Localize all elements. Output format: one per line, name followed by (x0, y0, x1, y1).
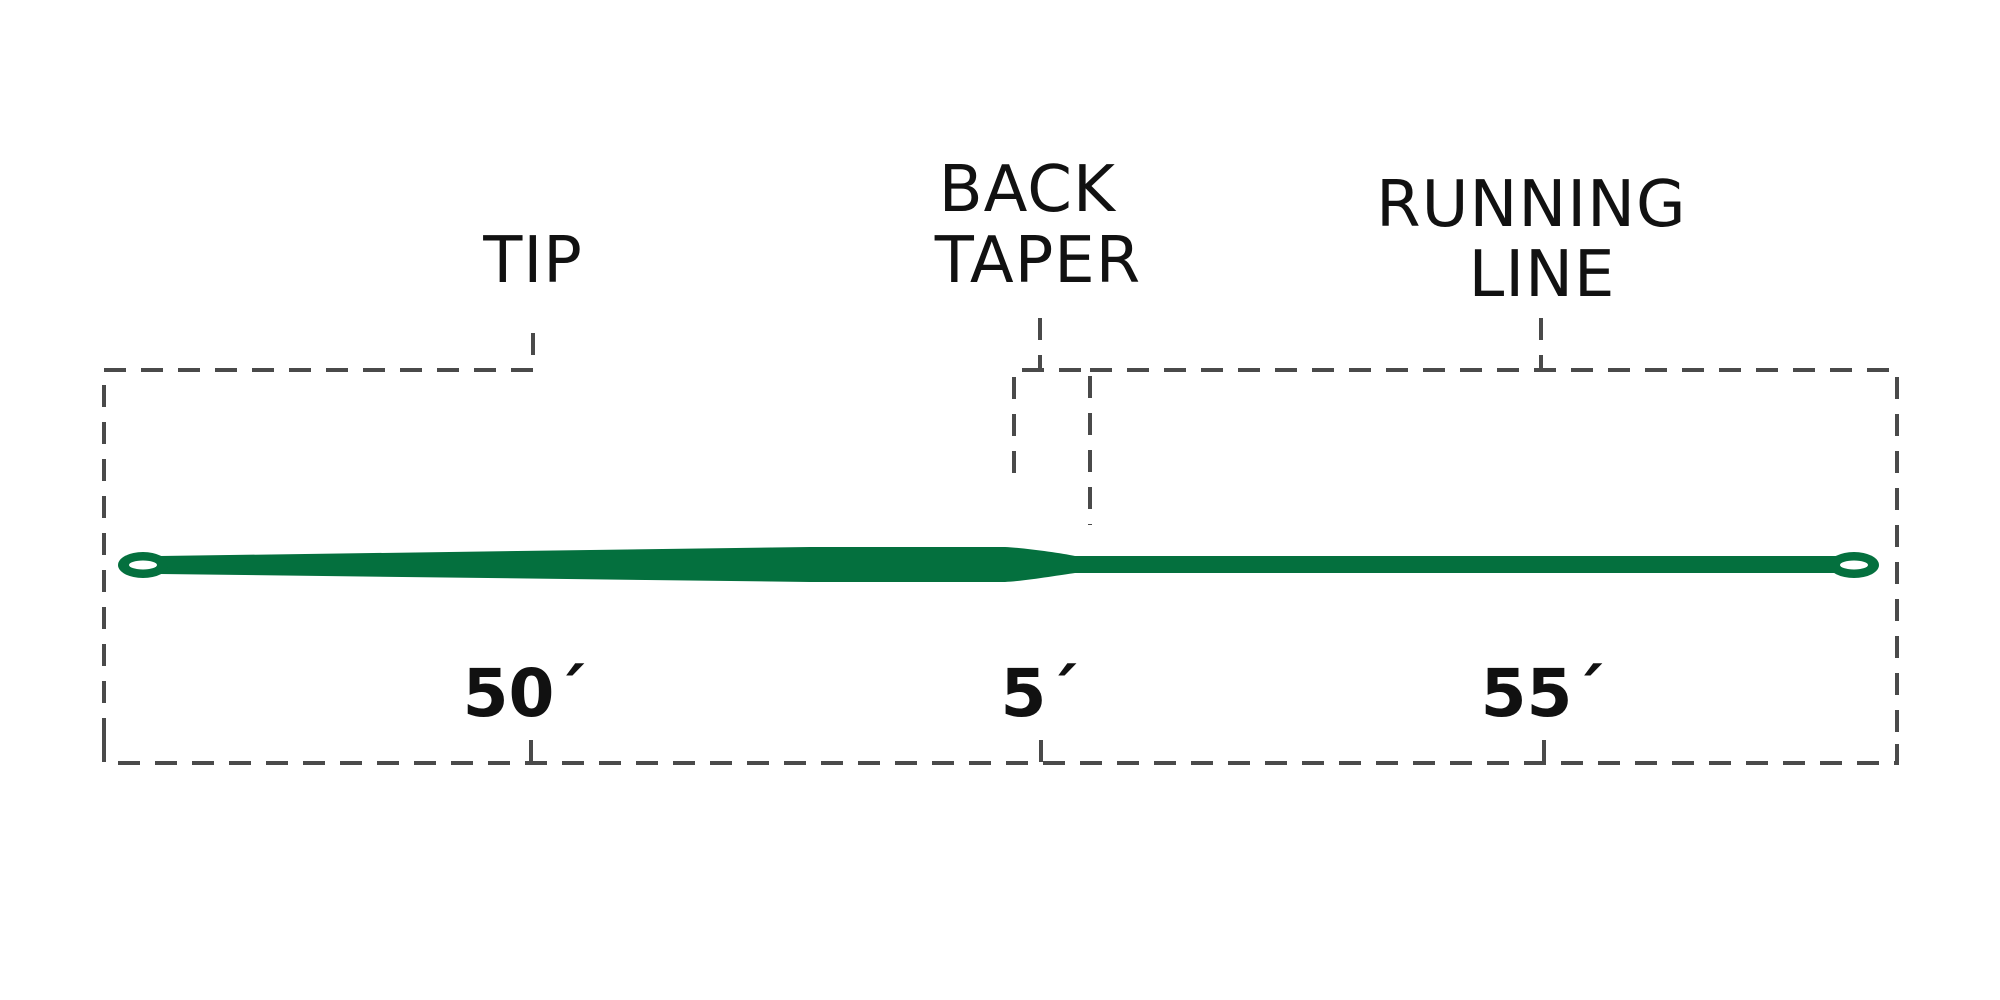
back-taper-label-line-1: BACK (939, 153, 1117, 227)
running-line-label-line-1: RUNNING (1376, 168, 1686, 242)
left-loop-icon (118, 552, 168, 578)
running-line-label: RUNNING LINE (1376, 168, 1708, 312)
running-line-top-bracket (1090, 318, 1899, 740)
back-taper-top-bracket (1012, 318, 1092, 525)
tip-label-line-1: TIP (482, 224, 583, 298)
running-line-length-label: 55´ (1481, 655, 1606, 732)
back-taper-label: BACK TAPER (934, 153, 1141, 298)
back-taper-length-label: 5´ (1001, 655, 1080, 732)
fly-line-body (160, 547, 1840, 582)
running-line-label-line-2: LINE (1469, 238, 1616, 312)
bottom-bracket (102, 740, 1899, 765)
right-loop-icon (1829, 552, 1879, 578)
tip-top-bracket (102, 318, 535, 740)
back-taper-label-line-2: TAPER (934, 224, 1141, 298)
fly-line (118, 547, 1879, 582)
tip-length-label: 50´ (463, 655, 588, 732)
tip-label: TIP (482, 224, 583, 298)
